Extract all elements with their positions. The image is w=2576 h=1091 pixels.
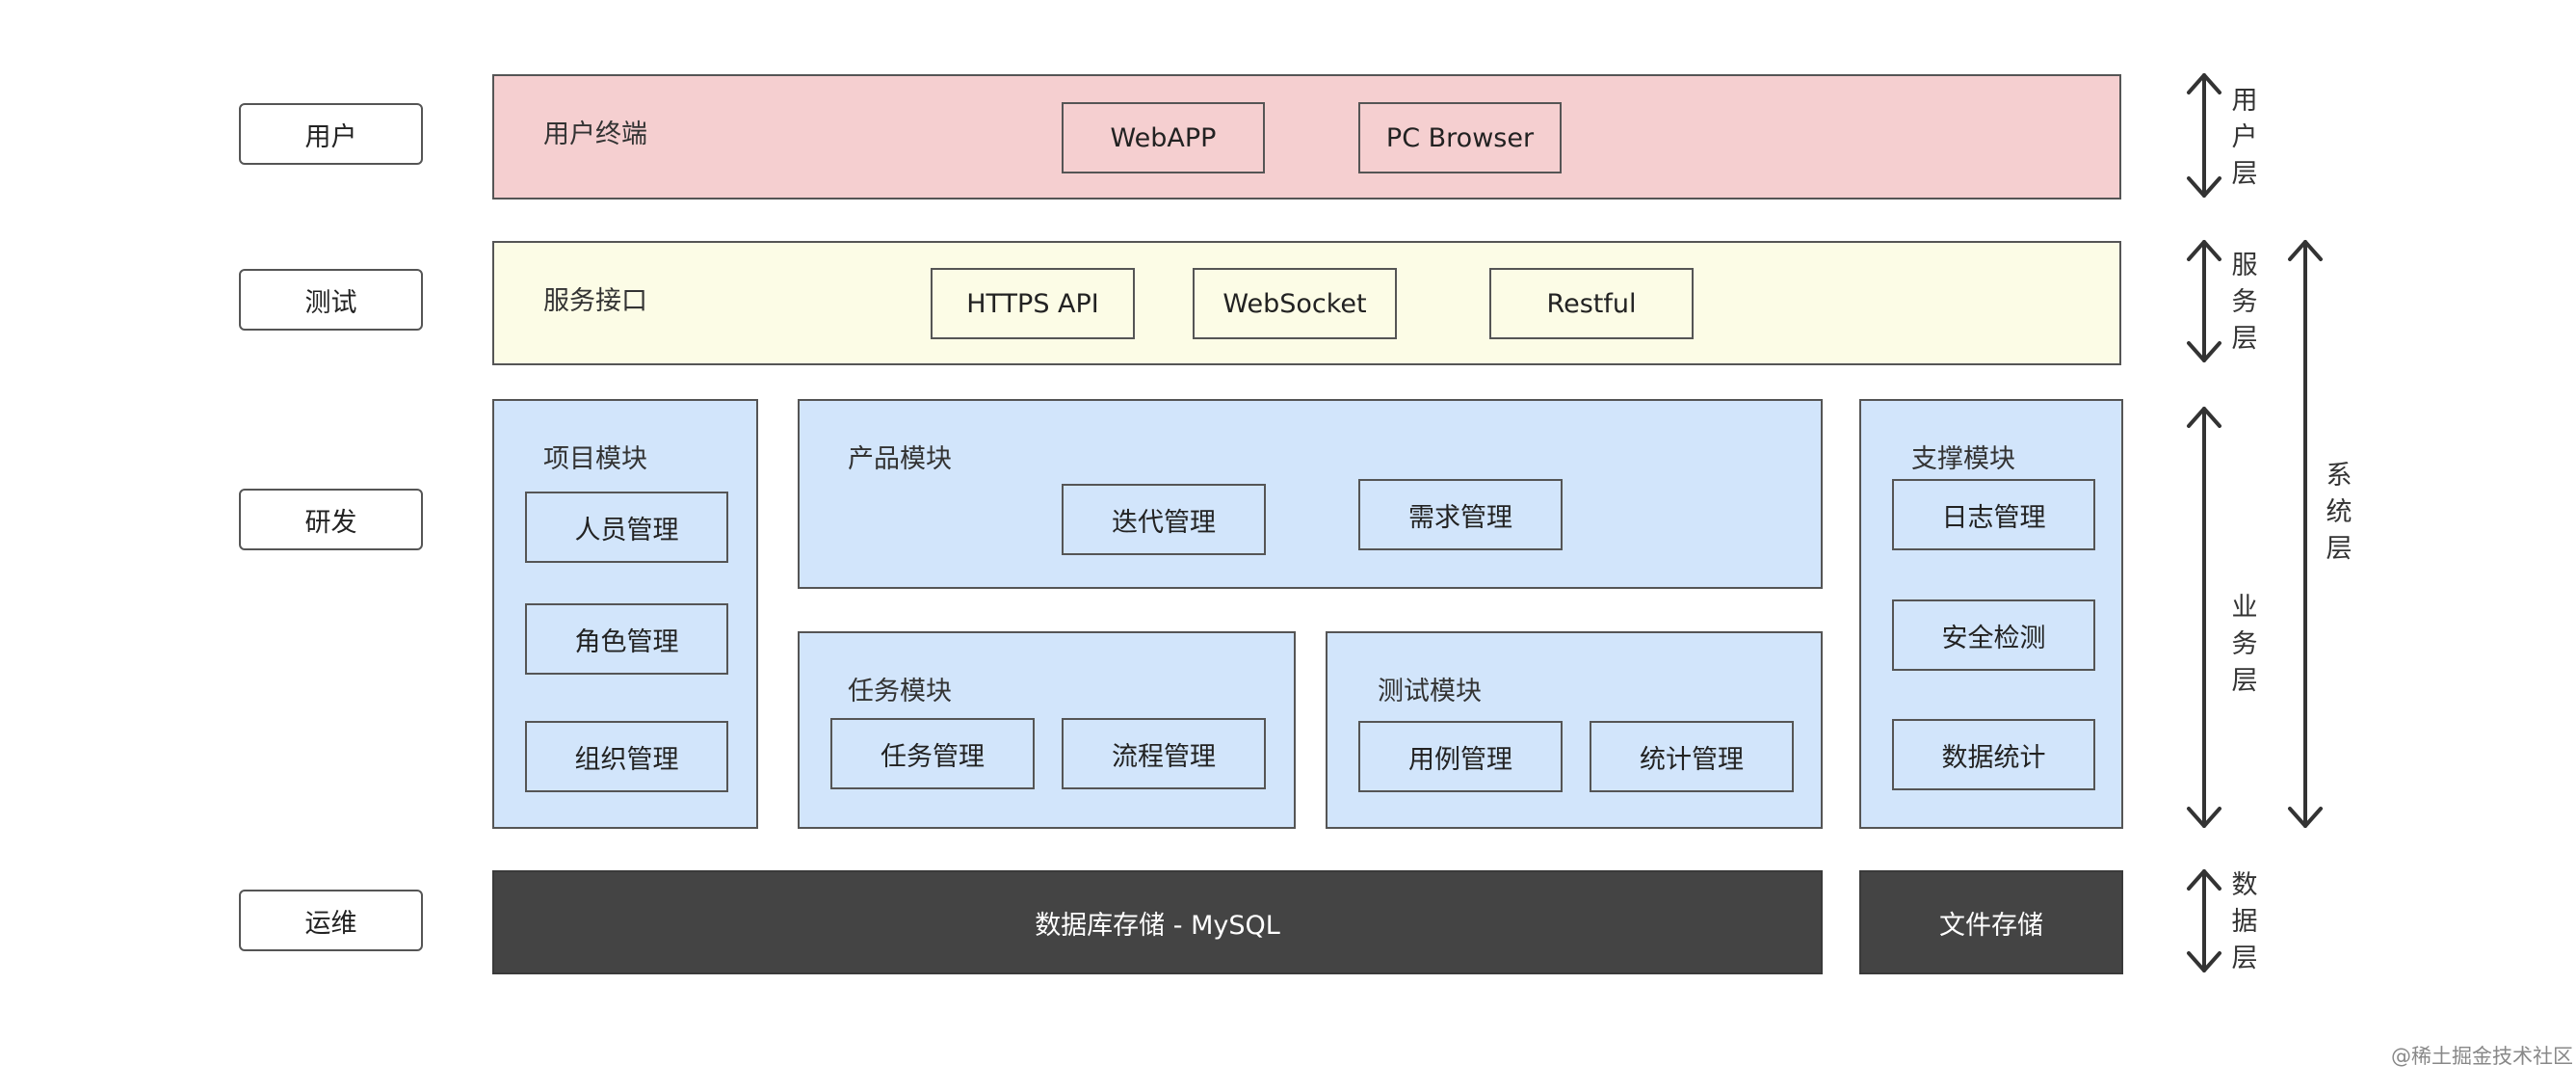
role-test: 测试 [239, 269, 423, 331]
database-storage-band: 数据库存储 - MySQL [492, 870, 1823, 974]
task-module: 任务模块 任务管理 流程管理 [798, 631, 1296, 829]
service-layer-double-arrow-icon [2187, 240, 2221, 362]
watermark: @稀土掘金技术社区 [2391, 1045, 2573, 1068]
role-mgmt-box: 角色管理 [525, 603, 728, 675]
org-mgmt-box: 组织管理 [525, 721, 728, 792]
test-module: 测试模块 用例管理 统计管理 [1326, 631, 1823, 829]
system-layer-label-char: 统 [2326, 497, 2353, 527]
log-mgmt-box: 日志管理 [1892, 479, 2095, 550]
iteration-mgmt-box: 迭代管理 [1062, 484, 1266, 555]
data-layer-label-char: 层 [2231, 944, 2258, 973]
service-layer-title: 服务接口 [543, 286, 647, 316]
service-layer-label-char: 层 [2231, 324, 2258, 354]
role-ops: 运维 [239, 890, 423, 951]
stats-mgmt-box: 统计管理 [1590, 721, 1794, 792]
pc-browser-box: PC Browser [1358, 102, 1562, 173]
business-layer-label-char: 层 [2231, 666, 2258, 696]
websocket-box: WebSocket [1193, 268, 1397, 339]
process-mgmt-box: 流程管理 [1062, 718, 1266, 789]
user-layer-title: 用户终端 [543, 120, 647, 149]
business-layer-double-arrow-icon [2187, 407, 2221, 828]
security-check-box: 安全检测 [1892, 599, 2095, 671]
data-layer-label: 数 据 层 [2227, 867, 2262, 977]
data-layer-label-char: 数 [2231, 870, 2258, 900]
business-layer-label-char: 业 [2231, 593, 2258, 623]
service-layer-label-char: 服 [2231, 251, 2258, 280]
user-layer-label: 用 户 层 [2227, 83, 2262, 193]
service-layer-label-char: 务 [2231, 287, 2258, 317]
support-module-title: 支撑模块 [1911, 444, 2015, 474]
role-dev: 研发 [239, 489, 423, 550]
user-layer-band: 用户终端 WebAPP PC Browser [492, 74, 2121, 200]
webapp-box: WebAPP [1062, 102, 1265, 173]
product-module: 产品模块 迭代管理 需求管理 [798, 399, 1823, 589]
business-layer-label-char: 务 [2231, 629, 2258, 659]
user-layer-label-char: 用 [2231, 86, 2258, 116]
task-module-title: 任务模块 [848, 677, 952, 706]
service-layer-band: 服务接口 HTTPS API WebSocket Restful [492, 241, 2121, 365]
requirement-mgmt-box: 需求管理 [1358, 479, 1563, 550]
product-module-title: 产品模块 [848, 444, 952, 474]
data-stats-box: 数据统计 [1892, 719, 2095, 790]
project-module: 项目模块 人员管理 角色管理 组织管理 [492, 399, 758, 829]
layer-arrows [2187, 73, 2323, 972]
role-user: 用户 [239, 103, 423, 165]
data-layer-double-arrow-icon [2187, 869, 2221, 972]
project-module-title: 项目模块 [543, 444, 647, 474]
system-layer-label-char: 系 [2326, 461, 2353, 491]
system-layer-double-arrow-icon [2288, 240, 2323, 828]
system-layer-label: 系 统 层 [2322, 458, 2356, 568]
user-layer-double-arrow-icon [2187, 73, 2221, 198]
service-layer-label: 服 务 层 [2227, 248, 2262, 358]
personnel-mgmt-box: 人员管理 [525, 492, 728, 563]
business-layer-label: 业 务 层 [2227, 590, 2262, 700]
support-module: 支撑模块 日志管理 安全检测 数据统计 [1859, 399, 2123, 829]
test-module-title: 测试模块 [1378, 677, 1482, 706]
system-layer-label-char: 层 [2326, 534, 2353, 564]
usecase-mgmt-box: 用例管理 [1358, 721, 1563, 792]
data-layer-label-char: 据 [2231, 907, 2258, 937]
file-storage-band: 文件存储 [1859, 870, 2123, 974]
restful-box: Restful [1489, 268, 1694, 339]
user-layer-label-char: 层 [2231, 159, 2258, 189]
https-api-box: HTTPS API [931, 268, 1135, 339]
task-mgmt-box: 任务管理 [830, 718, 1035, 789]
user-layer-label-char: 户 [2231, 122, 2258, 152]
